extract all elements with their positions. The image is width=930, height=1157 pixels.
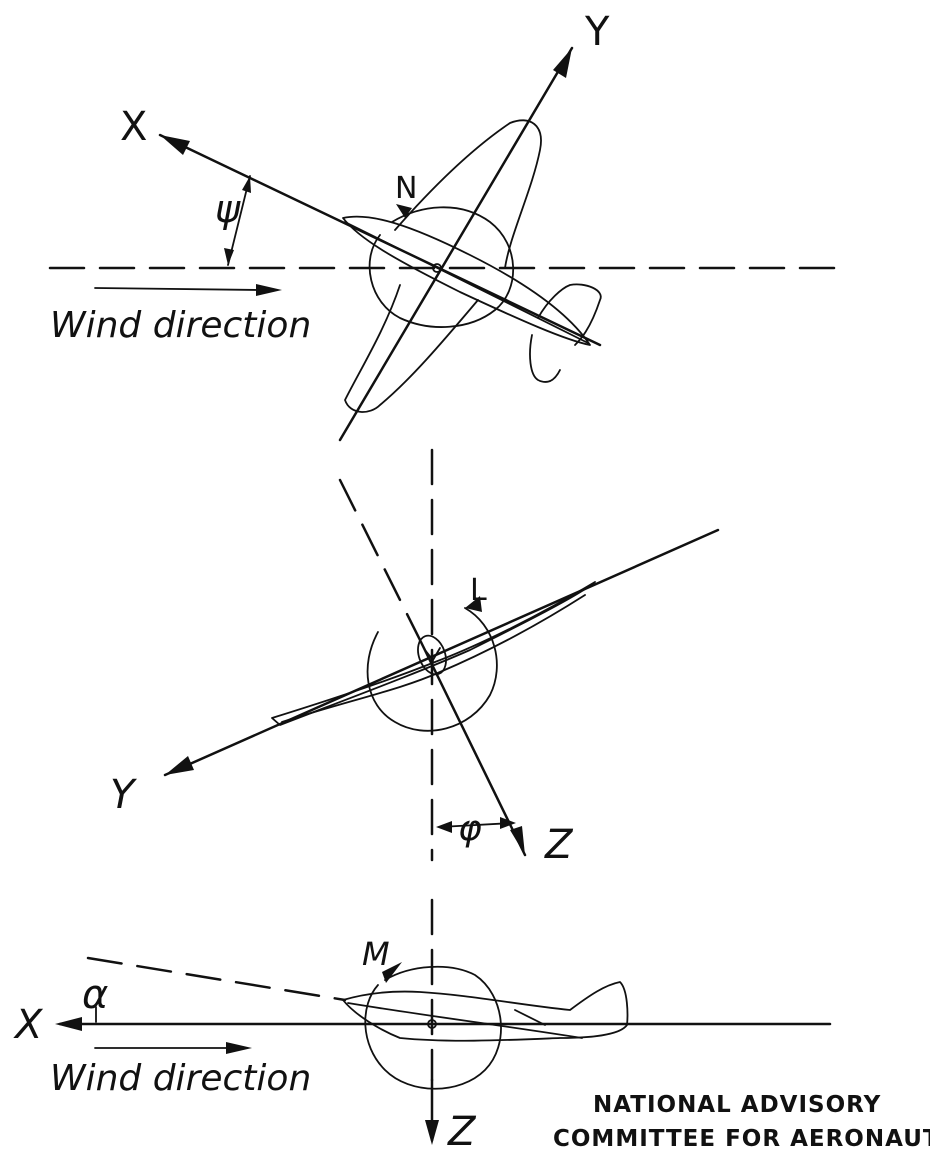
top-x-axis-label: X <box>120 104 147 150</box>
top-psi-angle-label: ψ <box>215 187 241 231</box>
side-x-axis-label: X <box>13 1002 44 1048</box>
side-alpha-angle-label: α <box>82 972 108 1018</box>
side-z-axis-label: Z <box>447 1109 477 1155</box>
side-pitch-moment-label: M <box>362 935 390 973</box>
side-alpha-body-line <box>86 956 347 1002</box>
top-x-axis-arrowhead <box>160 135 190 155</box>
top-psi-arrowhead-upper <box>242 176 251 193</box>
front-phi-angle-label: φ <box>458 808 482 849</box>
front-z-axis-label: Z <box>544 822 574 868</box>
side-pitch-moment-arc <box>364 965 502 1090</box>
front-y-axis-label: Y <box>110 772 138 818</box>
top-y-axis-arrowhead <box>553 48 572 78</box>
front-roll-moment-label: L <box>470 573 487 608</box>
top-yaw-moment-arrowhead <box>396 204 412 218</box>
credit-line-1: NATIONAL ADVISORY <box>593 1092 881 1118</box>
side-view: X Z M α Wind direction <box>13 898 832 1155</box>
front-z-axis-line <box>418 638 527 857</box>
top-y-axis-label: Y <box>584 9 610 55</box>
credit-block: NATIONAL ADVISORY COMMITTEE FOR AERONAUT… <box>553 1092 930 1152</box>
side-x-axis-arrowhead <box>55 1017 82 1031</box>
side-wind-direction-label: Wind direction <box>50 1058 311 1099</box>
top-psi-arrowhead-lower <box>224 248 234 265</box>
top-y-axis-line <box>338 46 574 442</box>
front-y-axis-arrowhead <box>165 756 194 775</box>
front-z-axis-arrowhead <box>510 826 525 855</box>
front-z-axis-dash <box>338 478 422 642</box>
front-aircraft-outline <box>271 581 596 726</box>
top-wind-arrow-line <box>94 287 261 291</box>
top-wind-arrowhead <box>256 284 282 296</box>
side-center-point <box>427 1019 437 1029</box>
front-y-axis-line <box>163 528 720 777</box>
side-z-axis-arrowhead <box>425 1120 439 1145</box>
credit-line-2: COMMITTEE FOR AERONAUTICS <box>553 1126 930 1152</box>
side-wind-arrowhead <box>226 1042 252 1054</box>
top-yaw-moment-label: N <box>395 171 417 206</box>
front-phi-arrowhead-right <box>500 817 516 829</box>
top-wind-direction-label: Wind direction <box>50 305 311 346</box>
top-aircraft-outline <box>342 119 602 413</box>
front-roll-moment-arrowhead <box>465 596 482 612</box>
top-center-point <box>432 263 442 273</box>
front-roll-moment-arc <box>366 607 498 732</box>
side-pitch-moment-arrowhead <box>382 962 402 983</box>
front-view: Y Z L φ <box>110 448 720 868</box>
side-aircraft-outline <box>342 981 629 1042</box>
top-yaw-moment-arc <box>368 206 515 328</box>
top-view: X Y N ψ Wind direction <box>48 9 852 442</box>
front-phi-arrowhead-left <box>436 821 452 833</box>
